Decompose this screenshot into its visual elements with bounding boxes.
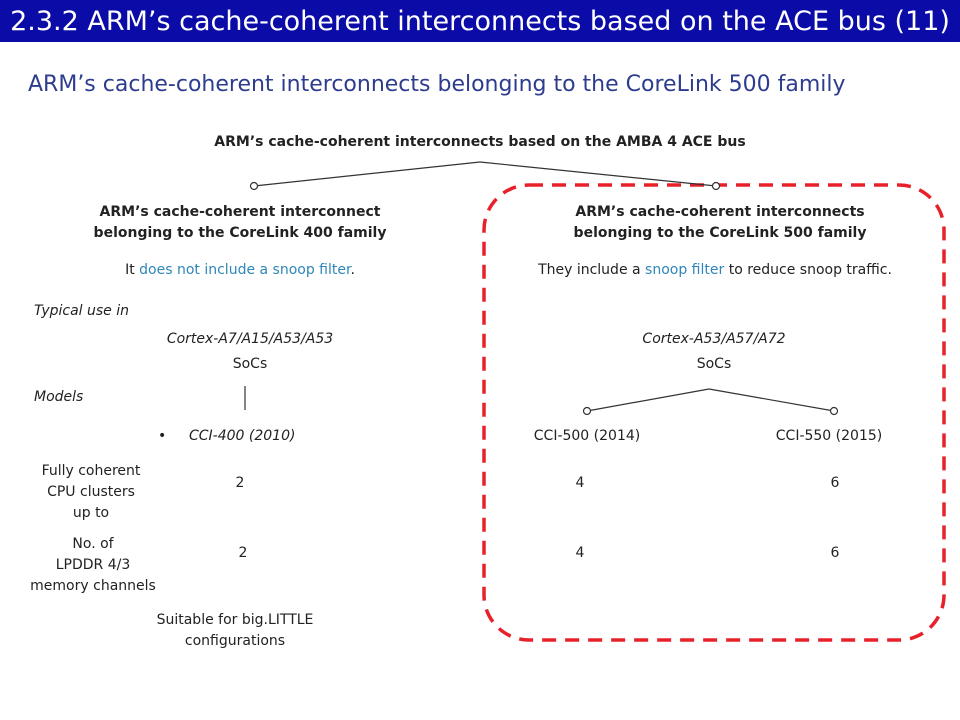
right-branch-desc: They include a snoop filter to reduce sn… [490, 262, 940, 278]
channels-label-line1: No. of [72, 536, 114, 552]
channels-cci500: 4 [575, 545, 585, 561]
clusters-cci400: 2 [235, 475, 245, 491]
root-left-line [253, 161, 481, 187]
tree-root: ARM’s cache-coherent interconnects based… [214, 134, 746, 150]
left-desc-pre: It [125, 262, 140, 278]
clusters-row-label: Fully coherent CPU clusters up to [0, 461, 182, 524]
channels-cci550: 6 [830, 545, 840, 561]
model-bullet: • [158, 428, 167, 444]
root-right-line [479, 161, 717, 187]
channels-cci400: 2 [238, 545, 248, 561]
clusters-cci500: 4 [575, 475, 585, 491]
right-desc-pre: They include a [538, 262, 646, 278]
model-node-cci550 [829, 406, 839, 416]
channels-label-line3: memory channels [30, 578, 156, 594]
right-typical-use: Cortex-A53/A57/A72 [642, 331, 786, 347]
left-desc-post: . [350, 262, 355, 278]
model-cci400: CCI-400 (2010) [189, 428, 296, 444]
suitable-line1: Suitable for big.LITTLE [156, 612, 314, 628]
right-desc-highlight: snoop filter [645, 262, 725, 278]
model-cci550: CCI-550 (2015) [775, 428, 883, 444]
right-branch-title-line1: ARM’s cache-coherent interconnects [575, 204, 865, 220]
right-models-right-line [708, 388, 835, 412]
left-node [249, 181, 259, 191]
models-label: Models [34, 389, 84, 405]
right-branch-title-line2: belonging to the CoreLink 500 family [573, 225, 867, 241]
channels-row-label: No. of LPDDR 4/3 memory channels [0, 534, 186, 597]
model-node-cci500 [582, 406, 592, 416]
title-bar [0, 0, 960, 42]
slide-title: 2.3.2 ARM’s cache-coherent interconnects… [10, 6, 950, 37]
left-socs: SoCs [232, 356, 268, 372]
right-node [711, 181, 721, 191]
left-typical-use: Cortex-A7/A15/A53/A53 [166, 331, 334, 347]
left-desc-highlight: does not include a snoop filter [139, 262, 351, 278]
suitable-line2: configurations [184, 633, 286, 649]
clusters-label-line2: CPU clusters [47, 484, 135, 500]
left-branch-title-line1: ARM’s cache-coherent interconnect [99, 204, 381, 220]
right-branch-title: ARM’s cache-coherent interconnects belon… [490, 202, 950, 244]
clusters-label-line1: Fully coherent [41, 463, 141, 479]
right-desc-post: to reduce snoop traffic. [724, 262, 892, 278]
model-cci500: CCI-500 (2014) [533, 428, 641, 444]
right-socs: SoCs [696, 356, 732, 372]
clusters-label-line3: up to [72, 505, 110, 521]
right-models-left-line [586, 388, 710, 412]
highlight-dashed-box [482, 183, 946, 642]
channels-label-line2: LPDDR 4/3 [55, 557, 131, 573]
typical-use-label: Typical use in [34, 303, 130, 319]
left-branch-title-line2: belonging to the CoreLink 400 family [93, 225, 387, 241]
suitable-note: Suitable for big.LITTLE configurations [90, 610, 380, 652]
left-branch-desc: It does not include a snoop filter. [30, 262, 450, 278]
clusters-cci550: 6 [830, 475, 840, 491]
left-branch-title: ARM’s cache-coherent interconnect belong… [30, 202, 450, 244]
slide-subtitle: ARM’s cache-coherent interconnects belon… [28, 72, 846, 97]
